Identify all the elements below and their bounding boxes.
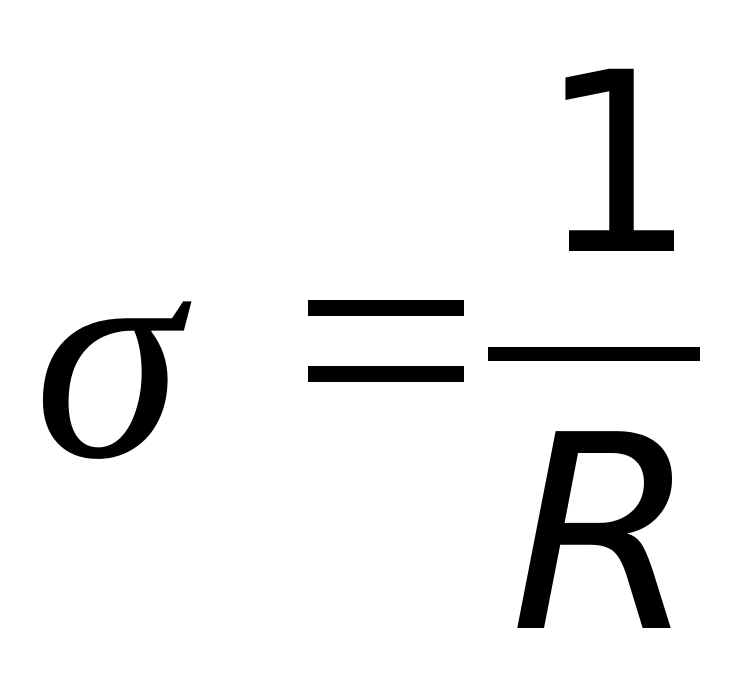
equation: σ 1 R [34, 19, 700, 692]
lhs-symbol-sigma: σ [34, 189, 182, 521]
equals-bottom-bar [308, 366, 464, 382]
fraction-numerator: 1 [538, 19, 698, 310]
fraction-denominator: R [510, 377, 698, 692]
fraction-bar [488, 347, 700, 361]
equals-sign [308, 300, 464, 386]
equals-top-bar [308, 300, 464, 316]
